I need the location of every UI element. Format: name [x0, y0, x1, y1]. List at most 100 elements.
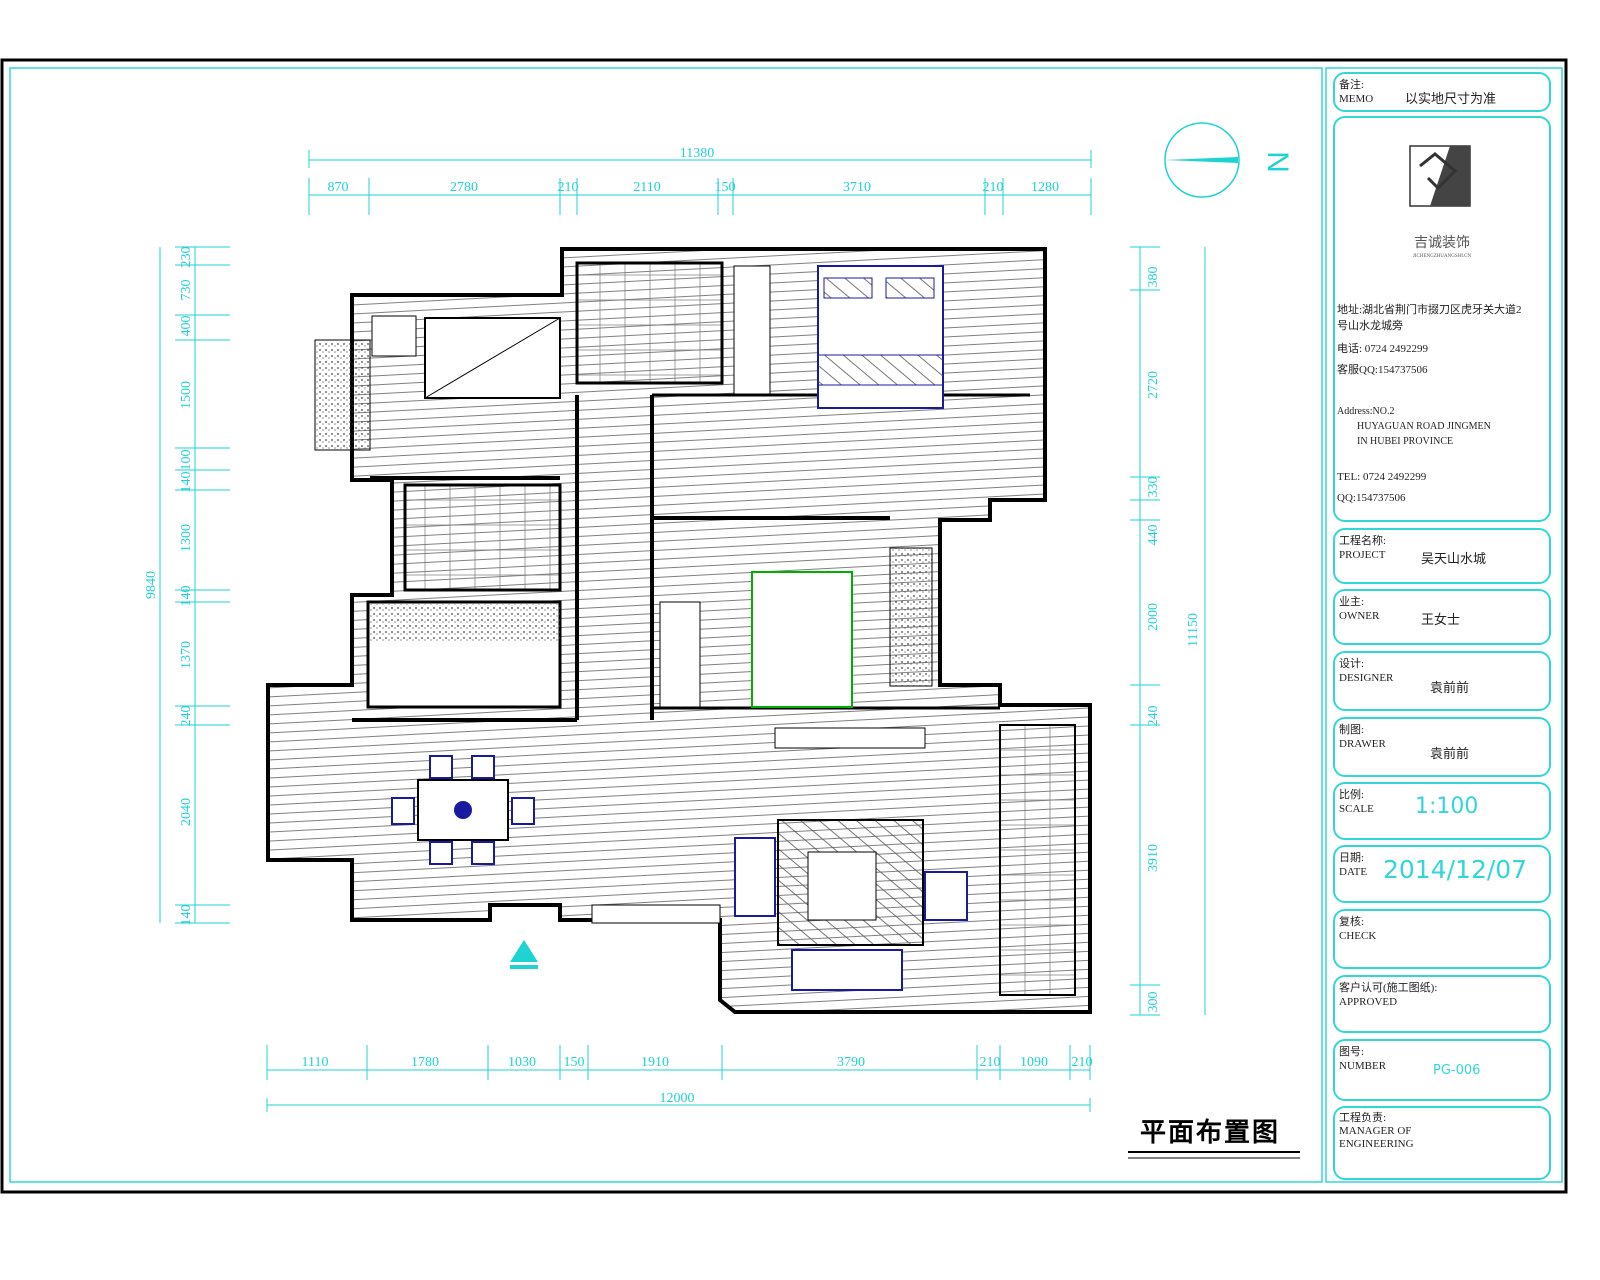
project-box: 工程名称: PROJECT 吴天山水城	[1333, 528, 1551, 584]
dims-top: 870 2780 210 2110 150 3710 210 1280	[328, 180, 1060, 195]
tv-cabinet	[774, 727, 926, 749]
dim-label: 1910	[641, 1055, 669, 1070]
dim-label: 210	[983, 180, 1004, 195]
address-cn: 地址:湖北省荆门市掇刀区虎牙关大道2号山水龙城旁	[1337, 304, 1522, 332]
memo-value: 以实地尺寸为准	[1405, 91, 1497, 106]
scale-box: 比例: SCALE 1:100	[1333, 782, 1551, 840]
scale-label: 比例: SCALE	[1339, 789, 1374, 815]
date-box: 日期: DATE 2014/12/07	[1333, 845, 1551, 903]
owner-label: 业主: OWNER	[1339, 596, 1380, 622]
dim-label: 140	[179, 472, 194, 493]
date-label: 日期: DATE	[1339, 852, 1368, 878]
memo-label: 备注: MEMO	[1339, 79, 1374, 105]
designer-box: 设计: DESIGNER 袁前前	[1333, 651, 1551, 711]
dim-label: 3790	[837, 1055, 865, 1070]
title-block-frame	[1325, 67, 1563, 1183]
dim-label: 1500	[179, 381, 194, 409]
check-box: 复核: CHECK	[1333, 909, 1551, 969]
drawer-label: 制图: DRAWER	[1339, 724, 1386, 750]
project-label: 工程名称: PROJECT	[1339, 535, 1387, 561]
dim-label: 240	[179, 706, 194, 727]
north-label: N	[1261, 151, 1294, 173]
sofa	[791, 949, 903, 991]
wardrobe-1	[733, 265, 771, 395]
dim-label: 380	[1146, 267, 1161, 288]
designer-label: 设计: DESIGNER	[1339, 658, 1394, 684]
bay-window-2	[889, 547, 933, 687]
dim-label: 2720	[1146, 371, 1161, 399]
company-logo	[1409, 145, 1471, 207]
kitchen-counter	[370, 604, 560, 642]
date-value: 2014/12/07	[1383, 855, 1528, 884]
dim-top-total: 11380	[680, 146, 714, 161]
dim-label: 100	[179, 450, 194, 471]
dim-label: 1090	[1020, 1055, 1048, 1070]
dim-label: 1370	[179, 641, 194, 669]
owner-box: 业主: OWNER 王女士	[1333, 589, 1551, 645]
manager-box: 工程负责: MANAGER OF ENGINEERING	[1333, 1106, 1551, 1180]
check-label: 复核: CHECK	[1339, 916, 1377, 942]
dim-label: 1110	[302, 1055, 329, 1070]
dim-label: 440	[1146, 525, 1161, 546]
dim-label: 870	[328, 180, 349, 195]
bathroom-2	[403, 483, 562, 592]
dim-label: 730	[179, 280, 194, 301]
entrance-arrow-icon	[510, 940, 538, 962]
floor-plan	[266, 247, 1092, 1014]
dim-label: 140	[179, 586, 194, 607]
dim-label: 1030	[508, 1055, 536, 1070]
dim-label: 140	[179, 905, 194, 926]
dim-label: 400	[179, 316, 194, 337]
wardrobe-2	[659, 601, 701, 708]
north-compass-icon: N	[1164, 122, 1294, 198]
scale-value: 1:100	[1415, 794, 1479, 819]
tel-en: TEL: 0724 2492299	[1337, 471, 1427, 483]
dim-label: 240	[1146, 706, 1161, 727]
project-value: 吴天山水城	[1421, 551, 1487, 566]
dim-label: 210	[1072, 1055, 1093, 1070]
dim-label: 1280	[1031, 180, 1059, 195]
dim-label: 150	[564, 1055, 585, 1070]
centerpiece	[454, 801, 472, 819]
phone-cn: 电话: 0724 2492299	[1337, 343, 1429, 355]
dimension-lines	[159, 159, 1206, 1106]
dim-label: 1300	[179, 524, 194, 552]
owner-value: 王女士	[1421, 612, 1461, 627]
designer-value: 袁前前	[1430, 680, 1470, 695]
dim-label: 210	[558, 180, 579, 195]
armchair	[924, 871, 968, 921]
address-en: Address:NO.2 HUYAGUAN ROAD JINGMEN IN HU…	[1337, 406, 1491, 447]
dim-label: 2780	[450, 180, 478, 195]
manager-label: 工程负责: MANAGER OF ENGINEERING	[1339, 1112, 1414, 1150]
bay-window-1	[314, 339, 371, 451]
dim-label: 3710	[843, 180, 871, 195]
dim-label: 230	[179, 247, 194, 268]
number-label: 图号: NUMBER	[1339, 1046, 1387, 1072]
second-bed	[751, 571, 853, 708]
outer-border	[0, 58, 1568, 1194]
bathroom-1	[575, 261, 724, 385]
dim-label: 2040	[179, 798, 194, 826]
company-name: 吉诚装饰	[1414, 236, 1470, 251]
dim-label: 3910	[1146, 844, 1161, 872]
dim-label: 1780	[411, 1055, 439, 1070]
drawing-title: 平面布置图	[1140, 1118, 1281, 1148]
dim-bottom-total: 12000	[660, 1091, 695, 1106]
dims-left: 230 730 400 1500 100 140 1300 140 1370 2…	[144, 247, 194, 926]
approved-label: 客户认可(施工图纸): APPROVED	[1339, 982, 1438, 1008]
drawer-box: 制图: DRAWER 袁前前	[1333, 717, 1551, 777]
dim-label: 2000	[1146, 603, 1161, 631]
number-box: 图号: NUMBER PG-006	[1333, 1039, 1551, 1101]
dim-right-total: 11150	[1186, 613, 1201, 647]
dim-label: 300	[1146, 992, 1161, 1013]
dims-bottom: 1110 1780 1030 150 1910 3790 210 1090 21…	[302, 1055, 1093, 1070]
armchair	[734, 837, 776, 917]
dim-label: 330	[1146, 477, 1161, 498]
company-box: 吉诚装饰 JICHENGZHUANGSHI.CN 地址:湖北省荆门市掇刀区虎牙关…	[1333, 116, 1551, 522]
dim-left-total: 9840	[144, 571, 159, 599]
company-subtitle: JICHENGZHUANGSHI.CN	[1412, 254, 1472, 259]
dim-label: 2110	[633, 180, 660, 195]
dims-right: 380 2720 330 440 2000 240 3910 300 11150	[1146, 267, 1201, 1013]
drawing-frame	[9, 67, 1323, 1183]
